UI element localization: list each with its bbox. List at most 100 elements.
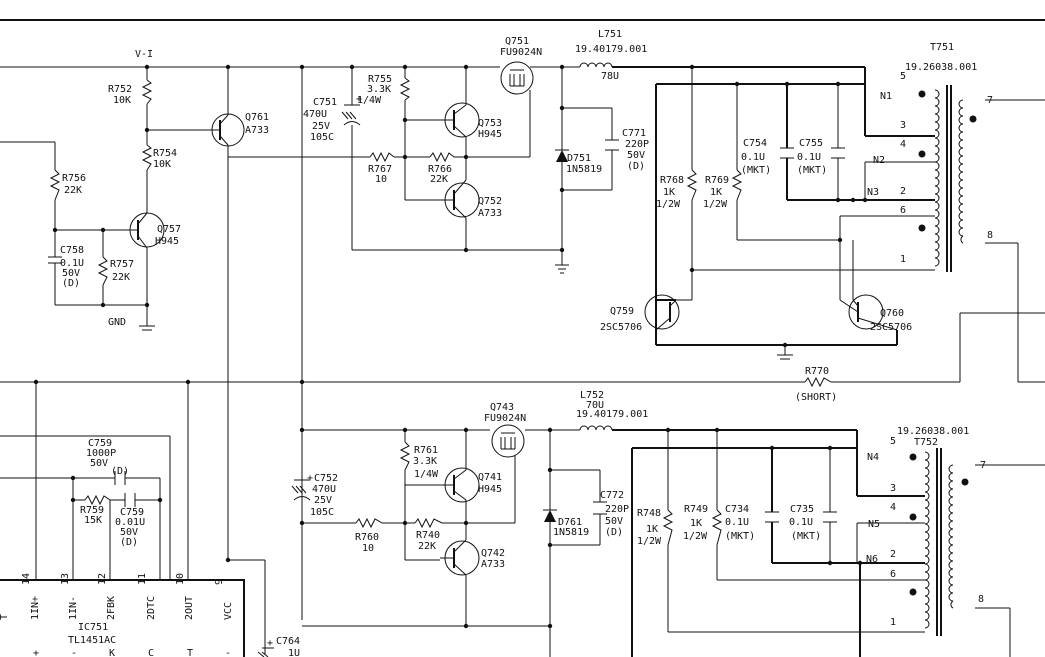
net-label-n4: N4: [867, 452, 879, 463]
q759-ref: Q759: [610, 306, 634, 317]
q751-part: FU9024N: [500, 47, 542, 58]
r754-ref: R754: [153, 148, 177, 159]
l751-value: 78U: [601, 71, 619, 82]
r761-value: 3.3K: [413, 456, 437, 467]
t751-pin-7: 7: [987, 95, 993, 106]
r755-ref: R755: [368, 74, 392, 85]
ic751-glyph-6: -: [225, 648, 231, 657]
upper-channel-wiring: [0, 66, 1045, 620]
q760-part: 2SC5706: [870, 322, 912, 333]
ic751-pin-13: 13: [60, 573, 71, 585]
q757-part: H945: [155, 236, 179, 247]
r754-value: 10K: [153, 159, 171, 170]
c758-value: 0.1U: [60, 258, 84, 269]
junction-dots: [33, 64, 868, 629]
c759b-volt: 50V: [120, 527, 138, 538]
ic751-glyph-5: T: [187, 648, 193, 657]
ic751-left-partial-label: T: [0, 614, 10, 620]
q753-ref: Q753: [478, 118, 502, 129]
r748-ref: R748: [637, 508, 661, 519]
c751-ref: C751: [313, 97, 337, 108]
ic751-pin-name-1in-plus: 1IN+: [30, 596, 41, 620]
c751-volt: 25V: [312, 121, 330, 132]
r748-rating: 1/2W: [637, 536, 662, 547]
c752-volt: 25V: [314, 495, 332, 506]
transistor-symbols: [125, 61, 898, 576]
r759-ref: R759: [80, 505, 104, 516]
c751-value: 470U: [303, 109, 327, 120]
q752-part: A733: [478, 208, 502, 219]
l751-ref: L751: [598, 29, 622, 40]
r768-rating: 1/2W: [656, 199, 681, 210]
t751-pin-6: 6: [900, 205, 906, 216]
ic751-pin-9: 9: [214, 579, 225, 585]
t751-pin-2: 2: [900, 186, 906, 197]
net-label-n5: N5: [868, 519, 880, 530]
q742-ref: Q742: [481, 548, 505, 559]
r756-value: 22K: [64, 185, 82, 196]
c771-ref: C771: [622, 128, 646, 139]
component-labels-lower: Q743 FU9024N L752 70U 19.40179.001 19.26…: [80, 390, 986, 657]
ic751-pin-name-2dtc: 2DTC: [146, 596, 157, 620]
r757-value: 22K: [112, 272, 130, 283]
lower-channel-wiring: [0, 382, 1045, 657]
c764-plus: +: [267, 638, 273, 649]
r740-ref: R740: [416, 530, 440, 541]
t751-pin-5: 5: [900, 71, 906, 82]
ic751-pin-name-vcc: VCC: [223, 602, 234, 620]
c734-ref: C734: [725, 504, 749, 515]
r770-note: (SHORT): [795, 392, 837, 403]
r748-value: 1K: [646, 524, 658, 535]
diode-symbols: [543, 149, 569, 522]
r768-ref: R768: [660, 175, 684, 186]
l752-value: 70U: [586, 400, 604, 411]
d761-ref: D761: [558, 517, 582, 528]
t751-pin-4: 4: [900, 139, 906, 150]
r759-value: 15K: [84, 515, 102, 526]
c772-value: 220P: [605, 504, 629, 515]
r769-value: 1K: [710, 187, 722, 198]
c734-type: (MKT): [725, 531, 755, 542]
r761-ref: R761: [414, 445, 438, 456]
t752-part: 19.26038.001: [897, 426, 969, 437]
r769-rating: 1/2W: [703, 199, 728, 210]
t752-pin-3: 3: [890, 483, 896, 494]
ic751-pin-name-2out: 2OUT: [184, 596, 195, 620]
l752-ref: L752: [580, 390, 604, 401]
net-label-n6: N6: [866, 554, 878, 565]
ic751-pin-name-1in-minus: 1IN-: [68, 596, 79, 620]
ic751-part: TL1451AC: [68, 635, 116, 646]
q743-ref: Q743: [490, 402, 514, 413]
r766-ref: R766: [428, 164, 452, 175]
r756-ref: R756: [62, 173, 86, 184]
q753-part: H945: [478, 129, 502, 140]
q761-ref: Q761: [245, 112, 269, 123]
ic751-pin-14: 14: [21, 573, 32, 585]
c754-ref: C754: [743, 138, 767, 149]
t751-ref: T751: [930, 42, 954, 53]
r749-rating: 1/2W: [683, 531, 708, 542]
c772-ref: C772: [600, 490, 624, 501]
ic751-glyph-1: +: [33, 648, 39, 657]
c735-type: (MKT): [791, 531, 821, 542]
ic751-ref: IC751: [78, 622, 108, 633]
c772-volt: 50V: [605, 516, 623, 527]
r760-ref: R760: [355, 532, 379, 543]
c771-value: 220P: [625, 139, 649, 150]
c735-value: 0.1U: [789, 517, 813, 528]
c759b-value: 0.01U: [115, 517, 145, 528]
d761-part: 1N5819: [553, 527, 589, 538]
r770-ref: R770: [805, 366, 829, 377]
c759-volt: 50V: [90, 458, 108, 469]
r740-value: 22K: [418, 541, 436, 552]
q757-ref: Q757: [157, 224, 181, 235]
q741-part: H945: [478, 484, 502, 495]
net-label-gnd: GND: [108, 317, 126, 328]
q742-part: A733: [481, 559, 505, 570]
c759-type: (D): [111, 466, 129, 477]
q751-ref: Q751: [505, 36, 529, 47]
net-label-n3: N3: [867, 187, 879, 198]
ic751-pin-name-2fbk: 2FBK: [106, 596, 117, 620]
t752-pin-7: 7: [980, 460, 986, 471]
q752-ref: Q752: [478, 196, 502, 207]
